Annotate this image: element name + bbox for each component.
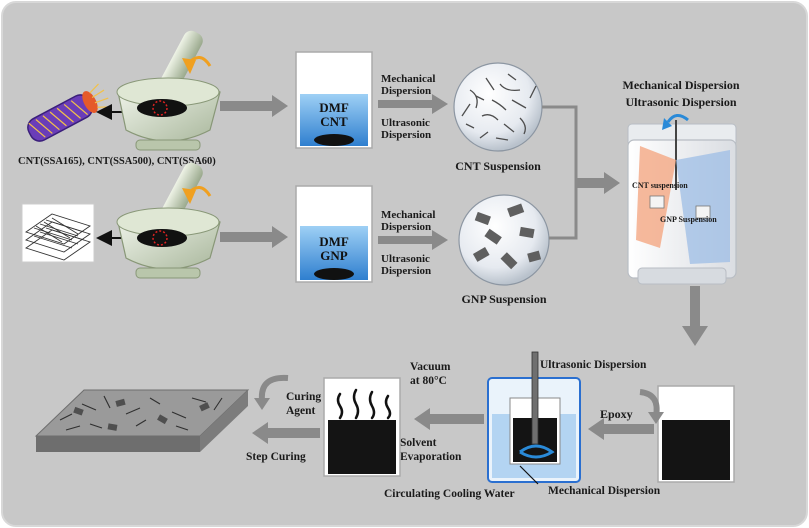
beaker-epoxy xyxy=(657,385,735,483)
cnt-suspension-sphere xyxy=(453,62,543,152)
ultra-disp-2-line1: Ultrasonic xyxy=(381,253,430,265)
beaker-dmf-gnp-line2: GNP xyxy=(320,248,348,263)
stir-arrow-top xyxy=(666,114,689,123)
mixer-cnt-label: CNT suspension xyxy=(632,181,688,190)
mortar-pestle-cnt xyxy=(116,30,221,151)
dispersion-mixer xyxy=(627,120,737,285)
curing-line1: Curing xyxy=(286,391,321,403)
curing-agent-arrow xyxy=(258,374,289,401)
flow-arrow-down xyxy=(682,286,708,346)
flow-arrow-epoxy-to-bath xyxy=(588,418,654,440)
epoxy-label: Epoxy xyxy=(600,407,633,421)
mixer-title-line1: Mechanical Dispersion xyxy=(623,78,740,92)
flow-arrow-bath-to-evaporation xyxy=(414,408,484,430)
cnt-suspension-label: CNT Suspension xyxy=(455,159,541,173)
vacuum-line2: at 80°C xyxy=(410,375,447,387)
solvent-line2: Evaporation xyxy=(400,451,462,463)
flow-arrow-mortar-to-dmf-gnp xyxy=(220,226,288,248)
curing-agent-arrow-head xyxy=(254,398,270,410)
flow-arrow-to-mixer xyxy=(576,172,620,194)
ultrasonic-dispersion-label: Ultrasonic Dispersion xyxy=(540,359,647,371)
mixer-title-line2: Ultrasonic Dispersion xyxy=(626,95,737,109)
flow-arrow-mortar-to-dmf-cnt xyxy=(220,95,288,117)
beaker-dmf-gnp-line1: DMF xyxy=(319,234,349,249)
pointer-line-bath xyxy=(519,465,539,485)
ultra-disp-1-line1: Ultrasonic xyxy=(381,117,430,129)
flow-arrow-dmf-cnt-to-suspension xyxy=(378,94,448,114)
vacuum-line1: Vacuum xyxy=(410,361,451,373)
solvent-line1: Solvent xyxy=(400,437,437,449)
merge-connector xyxy=(542,105,578,240)
mech-disp-2-line2: Dispersion xyxy=(381,221,431,233)
composite-slab xyxy=(34,389,250,452)
stir-arrow-bath xyxy=(519,444,555,459)
stir-arrow-top-head xyxy=(662,118,672,130)
twist-arrow-head-gnp xyxy=(182,188,196,204)
step-curing-label: Step Curing xyxy=(246,451,306,463)
beaker-evaporation xyxy=(323,377,401,477)
flow-arrow-to-curing xyxy=(252,422,320,444)
twist-arrow-head-cnt xyxy=(182,58,196,74)
ultrasonic-bath xyxy=(487,351,581,483)
cnt-tube-icon xyxy=(27,83,109,142)
mech-disp-2-line1: Mechanical xyxy=(381,209,435,221)
cooling-water-label: Circulating Cooling Water xyxy=(384,488,515,500)
flow-arrow-dmf-gnp-to-suspension xyxy=(378,230,448,250)
curing-line2: Agent xyxy=(286,405,316,417)
ultra-disp-1-line2: Dispersion xyxy=(381,129,431,141)
mixer-gnp-label: GNP Suspension xyxy=(660,215,717,224)
gnp-suspension-label: GNP Suspension xyxy=(461,292,546,306)
mech-disp-1-line2: Dispersion xyxy=(381,85,431,97)
beaker-dmf-gnp xyxy=(295,185,373,283)
mech-disp-1-line1: Mechanical xyxy=(381,73,435,85)
epoxy-pour-arrow-head xyxy=(648,412,664,424)
beaker-dmf-cnt xyxy=(295,51,373,149)
gnp-suspension-sphere xyxy=(458,194,550,286)
mortar-pestle-gnp xyxy=(116,162,221,279)
mechanical-dispersion-label: Mechanical Dispersion xyxy=(548,485,661,497)
beaker-dmf-cnt-line2: CNT xyxy=(320,114,348,129)
cnt-types-label: CNT(SSA165), CNT(SSA500), CNT(SSA60) xyxy=(18,156,216,167)
ultra-disp-2-line2: Dispersion xyxy=(381,265,431,277)
graphene-sheet-icon xyxy=(21,203,95,263)
beaker-dmf-cnt-line1: DMF xyxy=(319,100,349,115)
